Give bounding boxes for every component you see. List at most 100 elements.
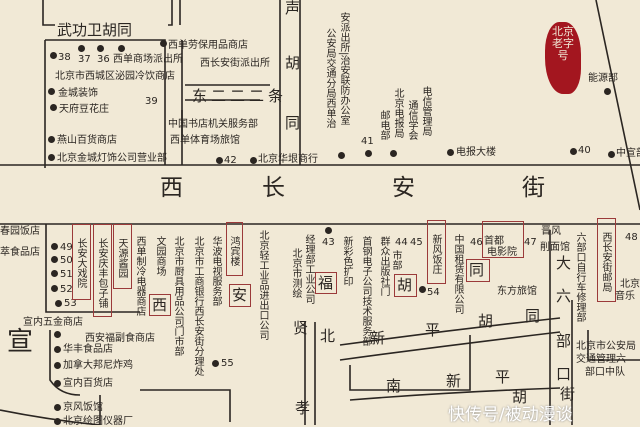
number-label: 43: [322, 237, 335, 248]
place-label: 六部口自行车修理部: [574, 232, 585, 322]
highlight-box: [149, 294, 171, 316]
number-label: 55: [221, 358, 234, 369]
location-dot: [365, 150, 372, 157]
street-label: 北: [320, 327, 336, 345]
street-label: 平: [495, 368, 511, 386]
location-dot: [212, 360, 219, 367]
place-label: 部口中队: [585, 367, 625, 378]
street-label: 声: [285, 0, 301, 17]
highlight-box: [72, 224, 91, 300]
street-label: 南: [386, 377, 402, 395]
street-wugongwei: 武功卫胡同: [57, 21, 133, 39]
place-label: 金城装饰: [58, 88, 98, 99]
number-label: 50: [60, 255, 73, 266]
street-box-xi: 西: [152, 296, 168, 314]
location-dot: [604, 88, 611, 95]
place-label: 燕山百货商店: [57, 135, 117, 146]
street-label: 贤: [293, 319, 309, 337]
street-label: 平: [425, 321, 441, 339]
number-label: 54: [427, 287, 440, 298]
number-label: 52: [60, 284, 73, 295]
street-label: 大: [556, 254, 572, 272]
place-label: 西单制冷电器商店: [134, 236, 145, 316]
place-label: 北京市公安局: [576, 341, 636, 352]
location-dot: [338, 152, 345, 159]
street-xichanganjie: 街: [522, 175, 545, 201]
place-label: 首都: [484, 236, 504, 247]
location-dot: [48, 154, 55, 161]
street-label: 口: [556, 365, 572, 383]
place-label: 新风饭庄: [430, 234, 441, 274]
number-label: 39: [145, 96, 158, 107]
highlight-box: [315, 272, 337, 294]
number-label: 38: [58, 52, 71, 63]
location-dot: [608, 151, 615, 158]
street-label: 胡: [478, 312, 494, 330]
number-label: 46: [470, 237, 483, 248]
place-label: 北京电报局: [392, 88, 403, 138]
place-label: 文园商场: [154, 236, 165, 276]
place-label: 音乐: [615, 291, 635, 302]
number-label: 42: [224, 155, 237, 166]
number-label: 49: [60, 242, 73, 253]
location-dot: [54, 331, 61, 338]
location-dot: [51, 256, 58, 263]
place-label: 西长安街邮局: [600, 232, 611, 292]
place-label: 中宣部: [616, 148, 640, 159]
street-box-an: 安: [232, 286, 248, 304]
highlight-box: [466, 259, 490, 282]
location-dot: [48, 136, 55, 143]
place-label: 北京市厨具用品公司门市部: [172, 236, 183, 356]
number-label: 36: [97, 54, 110, 65]
location-dot: [51, 243, 58, 250]
number-label: 40: [578, 145, 591, 156]
location-dot: [54, 380, 61, 387]
location-dot: [54, 418, 61, 425]
place-label: 中国租赁有限公司: [452, 234, 463, 314]
street-xichanganjie: 安: [392, 175, 415, 201]
place-label: 加拿大邦尼炸鸡: [63, 360, 133, 371]
place-label: 天源酱园: [116, 238, 127, 278]
street-dong: 东二二二条: [192, 87, 288, 105]
place-label: 宣内百货店: [63, 378, 113, 389]
place-label: 安派出所|治安联防办公室: [338, 12, 349, 126]
street-xichanganjie: 西: [160, 175, 183, 201]
place-label: 长安大戏院: [75, 238, 86, 288]
street-label: 胡: [512, 388, 528, 406]
street-label: 部: [556, 332, 572, 350]
place-label: 市部: [390, 250, 401, 270]
street-label: 新: [370, 329, 386, 347]
highlight-box: [113, 224, 132, 289]
location-dot: [419, 286, 426, 293]
street-label: 孝: [295, 399, 311, 417]
number-label: 37: [78, 54, 91, 65]
street-box-hu: 胡: [397, 276, 413, 294]
place-label: 经理部工业公司: [303, 234, 314, 304]
highlight-box: [482, 221, 524, 258]
place-label: 交通管理六: [576, 354, 626, 365]
place-label: 东方旅馆: [497, 286, 537, 297]
place-label: 北京市工商银行西长安街分理处: [192, 236, 203, 376]
number-label: 44: [395, 237, 408, 248]
place-label: 新彩色扩印: [341, 236, 352, 286]
place-label: 北京市西城区泌园冷饮商店: [55, 71, 175, 82]
highlight-box: [93, 224, 112, 317]
highlight-box: [394, 274, 417, 297]
number-label: 51: [60, 269, 73, 280]
place-label: 华丰食品店: [63, 344, 113, 355]
street-label: 六: [556, 287, 572, 305]
location-dot: [325, 227, 332, 234]
place-label: 春园饭店: [0, 226, 40, 237]
highlight-box: [226, 222, 243, 276]
location-dot: [250, 157, 257, 164]
location-dot: [50, 104, 57, 111]
place-label: 天府豆花庄: [59, 104, 109, 115]
location-dot: [50, 52, 57, 59]
place-label: 西单商场派出所: [113, 54, 183, 65]
beijing-laozihao-seal: 北京老字号: [545, 22, 581, 94]
location-dot: [54, 346, 61, 353]
place-label: 萃食品店: [0, 247, 40, 258]
location-dot: [447, 149, 454, 156]
place-label: 北京绘图仪器厂: [63, 416, 133, 427]
location-dot: [48, 88, 55, 95]
